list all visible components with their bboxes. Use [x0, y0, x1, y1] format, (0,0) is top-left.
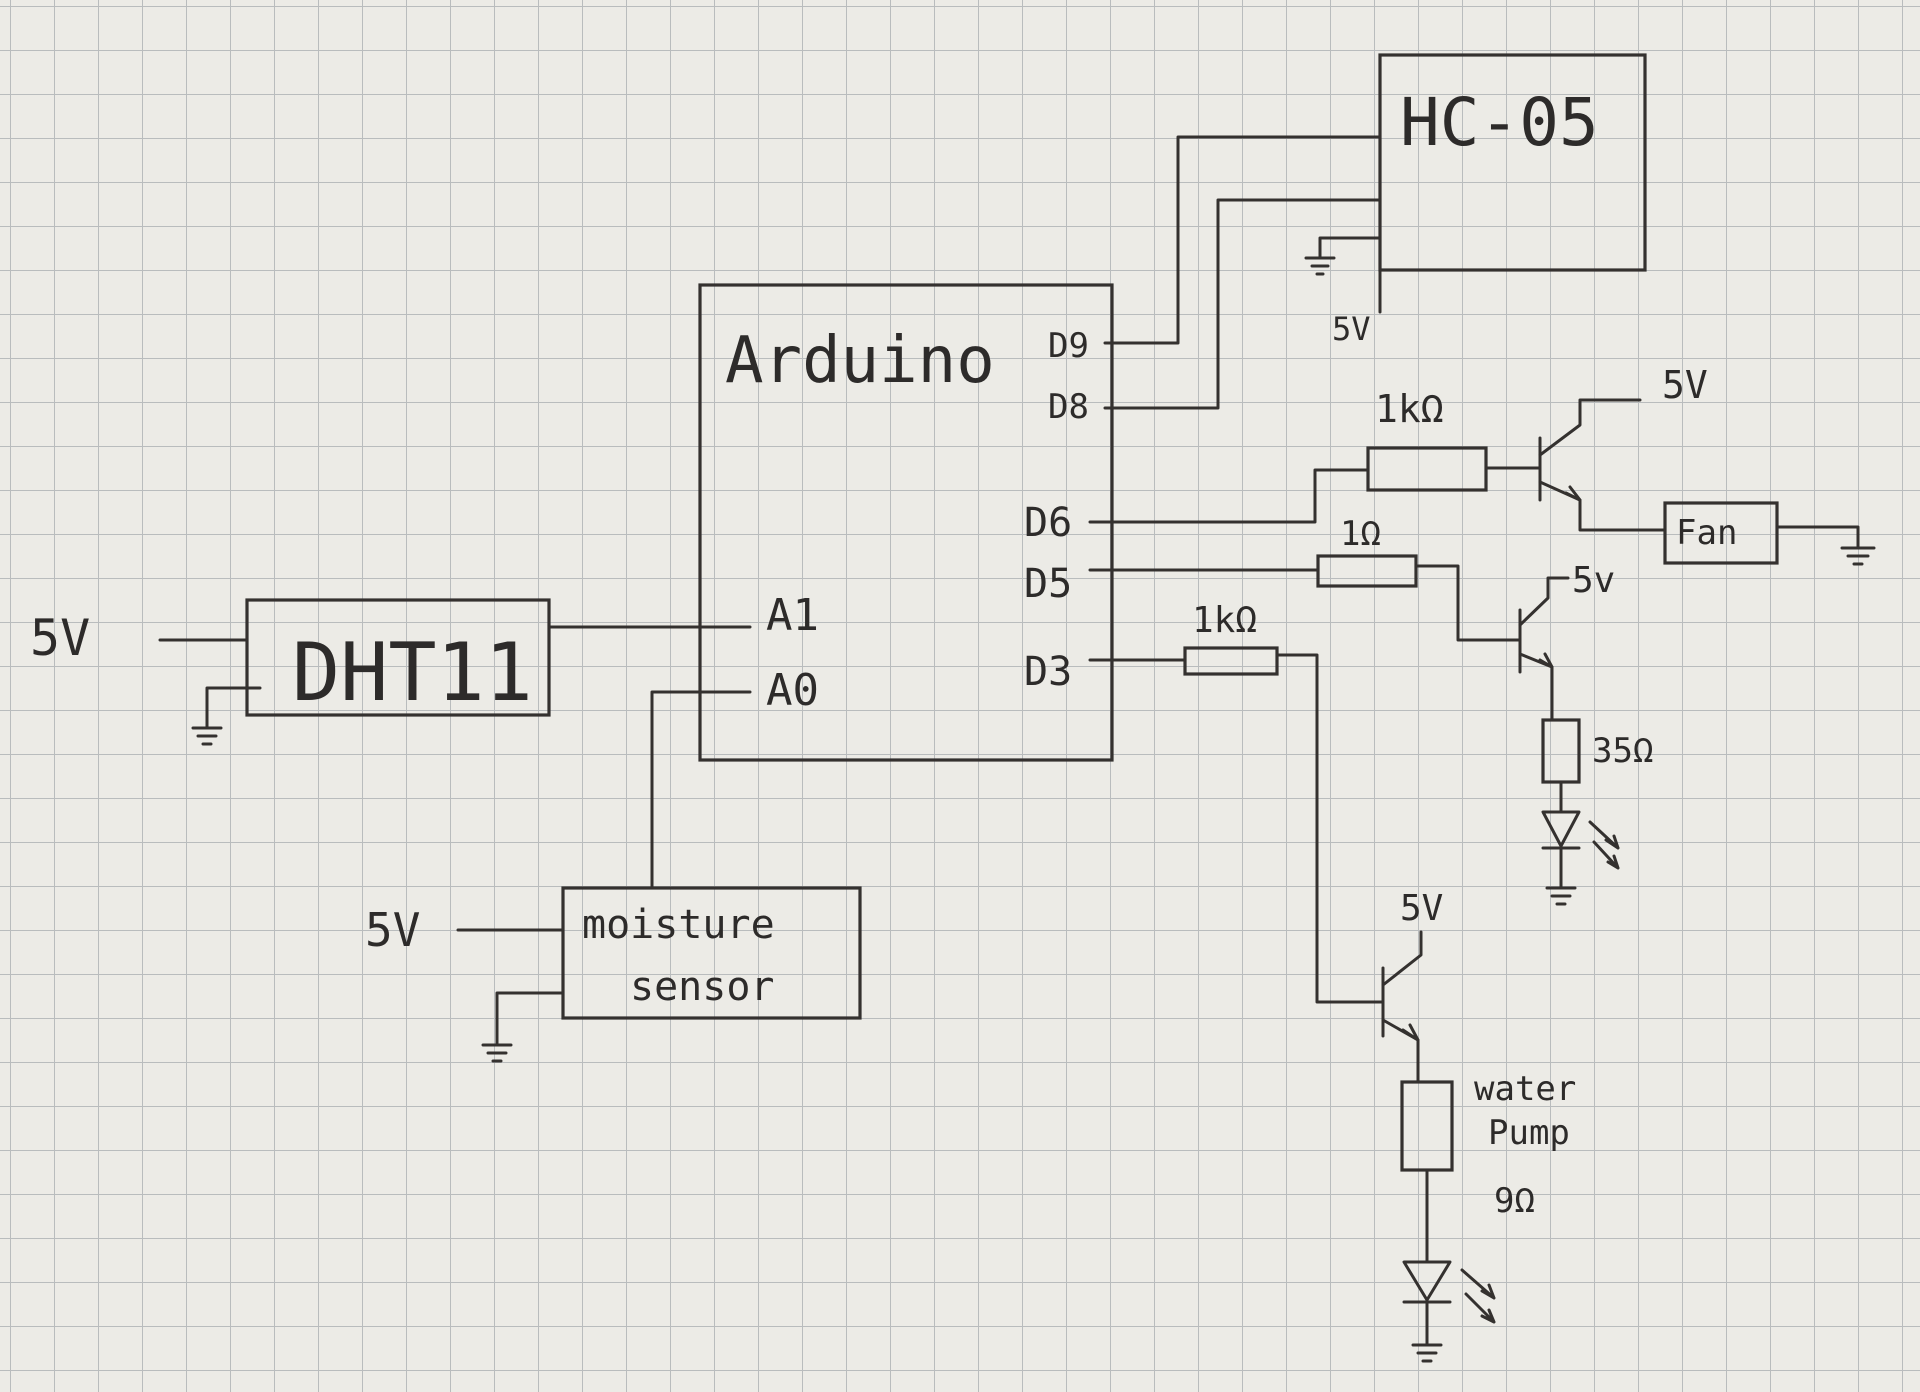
moisture-5v-label: 5V	[365, 903, 420, 957]
dht-5v-label: 5V	[30, 609, 90, 667]
hc05-label: HC-05	[1400, 84, 1599, 161]
pin-label-d6: D6	[1024, 500, 1072, 546]
pump-transistor-5v-label: 5V	[1400, 888, 1443, 929]
ground-symbol-fan	[1840, 546, 1876, 566]
arduino-label: Arduino	[725, 324, 995, 398]
moisture-sensor: moisture sensor 5V	[365, 690, 862, 1063]
wire-dht-ground	[205, 686, 262, 730]
ground-symbol-hc05	[1304, 256, 1336, 276]
wire-d6	[1088, 468, 1370, 524]
led-driver: 1Ω 5v 35Ω	[1088, 514, 1653, 906]
pump-value-label: 9Ω	[1494, 1181, 1535, 1221]
r-led-label: 35Ω	[1592, 731, 1653, 771]
dht11-sensor: DHT11 5V	[30, 598, 752, 746]
hc05-5v-label: 5V	[1332, 310, 1371, 348]
wire-moisture-a0	[650, 690, 752, 890]
pin-label-d5: D5	[1024, 561, 1072, 607]
dht11-box	[245, 598, 551, 717]
ground-symbol-led	[1545, 886, 1577, 906]
wire-d8-hc05	[1103, 198, 1382, 410]
arduino-module: Arduino D9 D8 D6 D5 D3 A1 A0	[698, 283, 1114, 762]
pin-label-a0: A0	[766, 665, 819, 716]
pump-driver: 1kΩ 5V water Pump 9Ω	[1088, 600, 1576, 1363]
moisture-box	[561, 886, 862, 1020]
moisture-label-line2: sensor	[630, 964, 775, 1010]
pump-label-line2: Pump	[1488, 1113, 1570, 1153]
wire-fan-ground	[1775, 525, 1860, 550]
ground-symbol-pump	[1411, 1343, 1443, 1363]
wire-r-pump-to-base	[1275, 653, 1385, 1004]
hc05-module: HC-05 5V	[1103, 53, 1647, 410]
pin-label-a1: A1	[766, 590, 819, 641]
led-indicator	[1541, 810, 1620, 870]
led-transistor-5v-label: 5v	[1572, 560, 1615, 601]
fan-box	[1663, 501, 1779, 565]
transistor-pump	[1381, 930, 1423, 1084]
wire-r-led-to-base	[1414, 564, 1522, 642]
wire-moisture-ground	[495, 991, 565, 1047]
r-led-base-label: 1Ω	[1340, 514, 1381, 554]
pin-label-d8: D8	[1048, 387, 1089, 427]
wire-d9-hc05	[1103, 135, 1382, 345]
ground-symbol-dht	[191, 726, 223, 746]
fan-label: Fan	[1676, 513, 1737, 553]
pin-label-d9: D9	[1048, 326, 1089, 366]
pump-label-line1: water	[1474, 1069, 1576, 1109]
ground-symbol-moisture	[481, 1043, 513, 1063]
r-fan-base-label: 1kΩ	[1375, 387, 1444, 431]
wire-hc05-ground	[1318, 236, 1382, 260]
transistor-led	[1518, 576, 1570, 722]
dht11-label: DHT11	[292, 626, 533, 719]
resistor-led-base	[1316, 554, 1418, 588]
resistor-pump-base	[1183, 646, 1279, 676]
pin-label-d3: D3	[1024, 649, 1072, 695]
fan-5v-label: 5V	[1662, 363, 1708, 407]
hc05-box	[1378, 53, 1647, 272]
moisture-label-line1: moisture	[582, 902, 775, 948]
transistor-fan	[1538, 398, 1667, 532]
fan-driver: 1kΩ 5V Fan	[1088, 363, 1876, 566]
r-pump-base-label: 1kΩ	[1192, 600, 1257, 641]
